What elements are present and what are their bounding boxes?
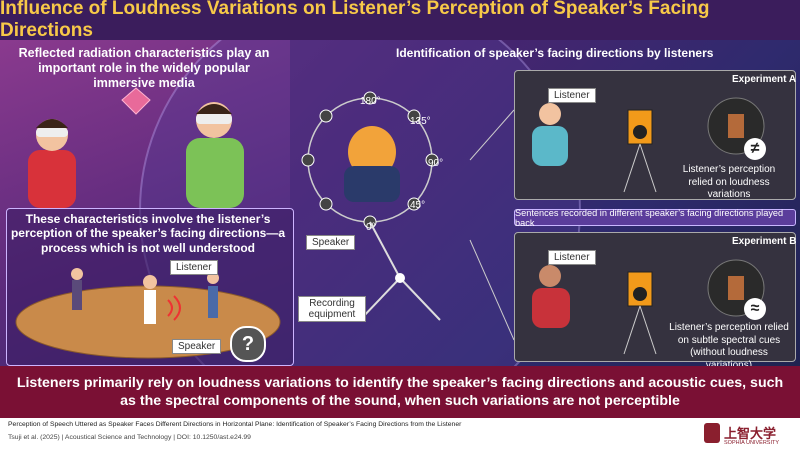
angle-180: 180° <box>360 96 381 107</box>
experiment-a-listener-label: Listener <box>548 88 596 103</box>
vr-users-illustration <box>28 87 244 208</box>
experiment-a-symbol: ≠ <box>744 138 766 160</box>
experiment-b-illustration <box>532 265 657 355</box>
experiment-b-symbol: ≈ <box>744 298 766 320</box>
university-logo-subtext: SOPHIA UNIVERSITY <box>724 440 780 446</box>
footer-paper-title: Perception of Speech Uttered as Speaker … <box>8 421 462 428</box>
recording-equipment-label: Recording equipment <box>298 296 366 322</box>
microphone-array-diagram <box>301 91 441 321</box>
title-bar: Influence of Loudness Variations on List… <box>0 0 800 41</box>
angle-45: 45° <box>410 200 426 211</box>
angle-0: 0° <box>366 222 376 233</box>
center-speaker-label: Speaker <box>306 235 356 250</box>
question-badge: ? <box>230 326 266 362</box>
identification-heading: Identification of speaker’s facing direc… <box>396 46 714 60</box>
page-title: Influence of Loudness Variations on List… <box>0 0 710 41</box>
conclusion-bar: Listeners primarily rely on loudness var… <box>0 366 800 418</box>
experiment-b-title: Experiment B <box>732 236 797 247</box>
university-seal-icon <box>704 423 720 443</box>
experiment-a-caption: Listener’s perception relied on loudness… <box>682 164 776 200</box>
conclusion-text: Listeners primarily rely on loudness var… <box>16 374 784 409</box>
experiment-a-title: Experiment A <box>732 74 797 85</box>
angle-90: 90° <box>428 158 444 169</box>
university-logo-text: 上智大学 <box>724 427 777 442</box>
angle-135: 135° <box>410 116 431 127</box>
footer-citation: Tsuji et al. (2025) | Acoustical Science… <box>8 434 251 441</box>
left-listener-label: Listener <box>170 260 218 275</box>
experiment-b-listener-label: Listener <box>548 250 596 265</box>
footer <box>0 418 800 450</box>
experiment-b-caption: Listener’s perception relied on subtle s… <box>669 322 789 371</box>
playback-banner: Sentences recorded in different speaker’… <box>514 208 796 228</box>
experiment-a-illustration <box>532 103 657 193</box>
left-speaker-label: Speaker <box>172 339 222 354</box>
caption-mid: These characteristics involve the listen… <box>10 212 286 255</box>
caption-top: Reflected radiation characteristics play… <box>18 46 270 90</box>
